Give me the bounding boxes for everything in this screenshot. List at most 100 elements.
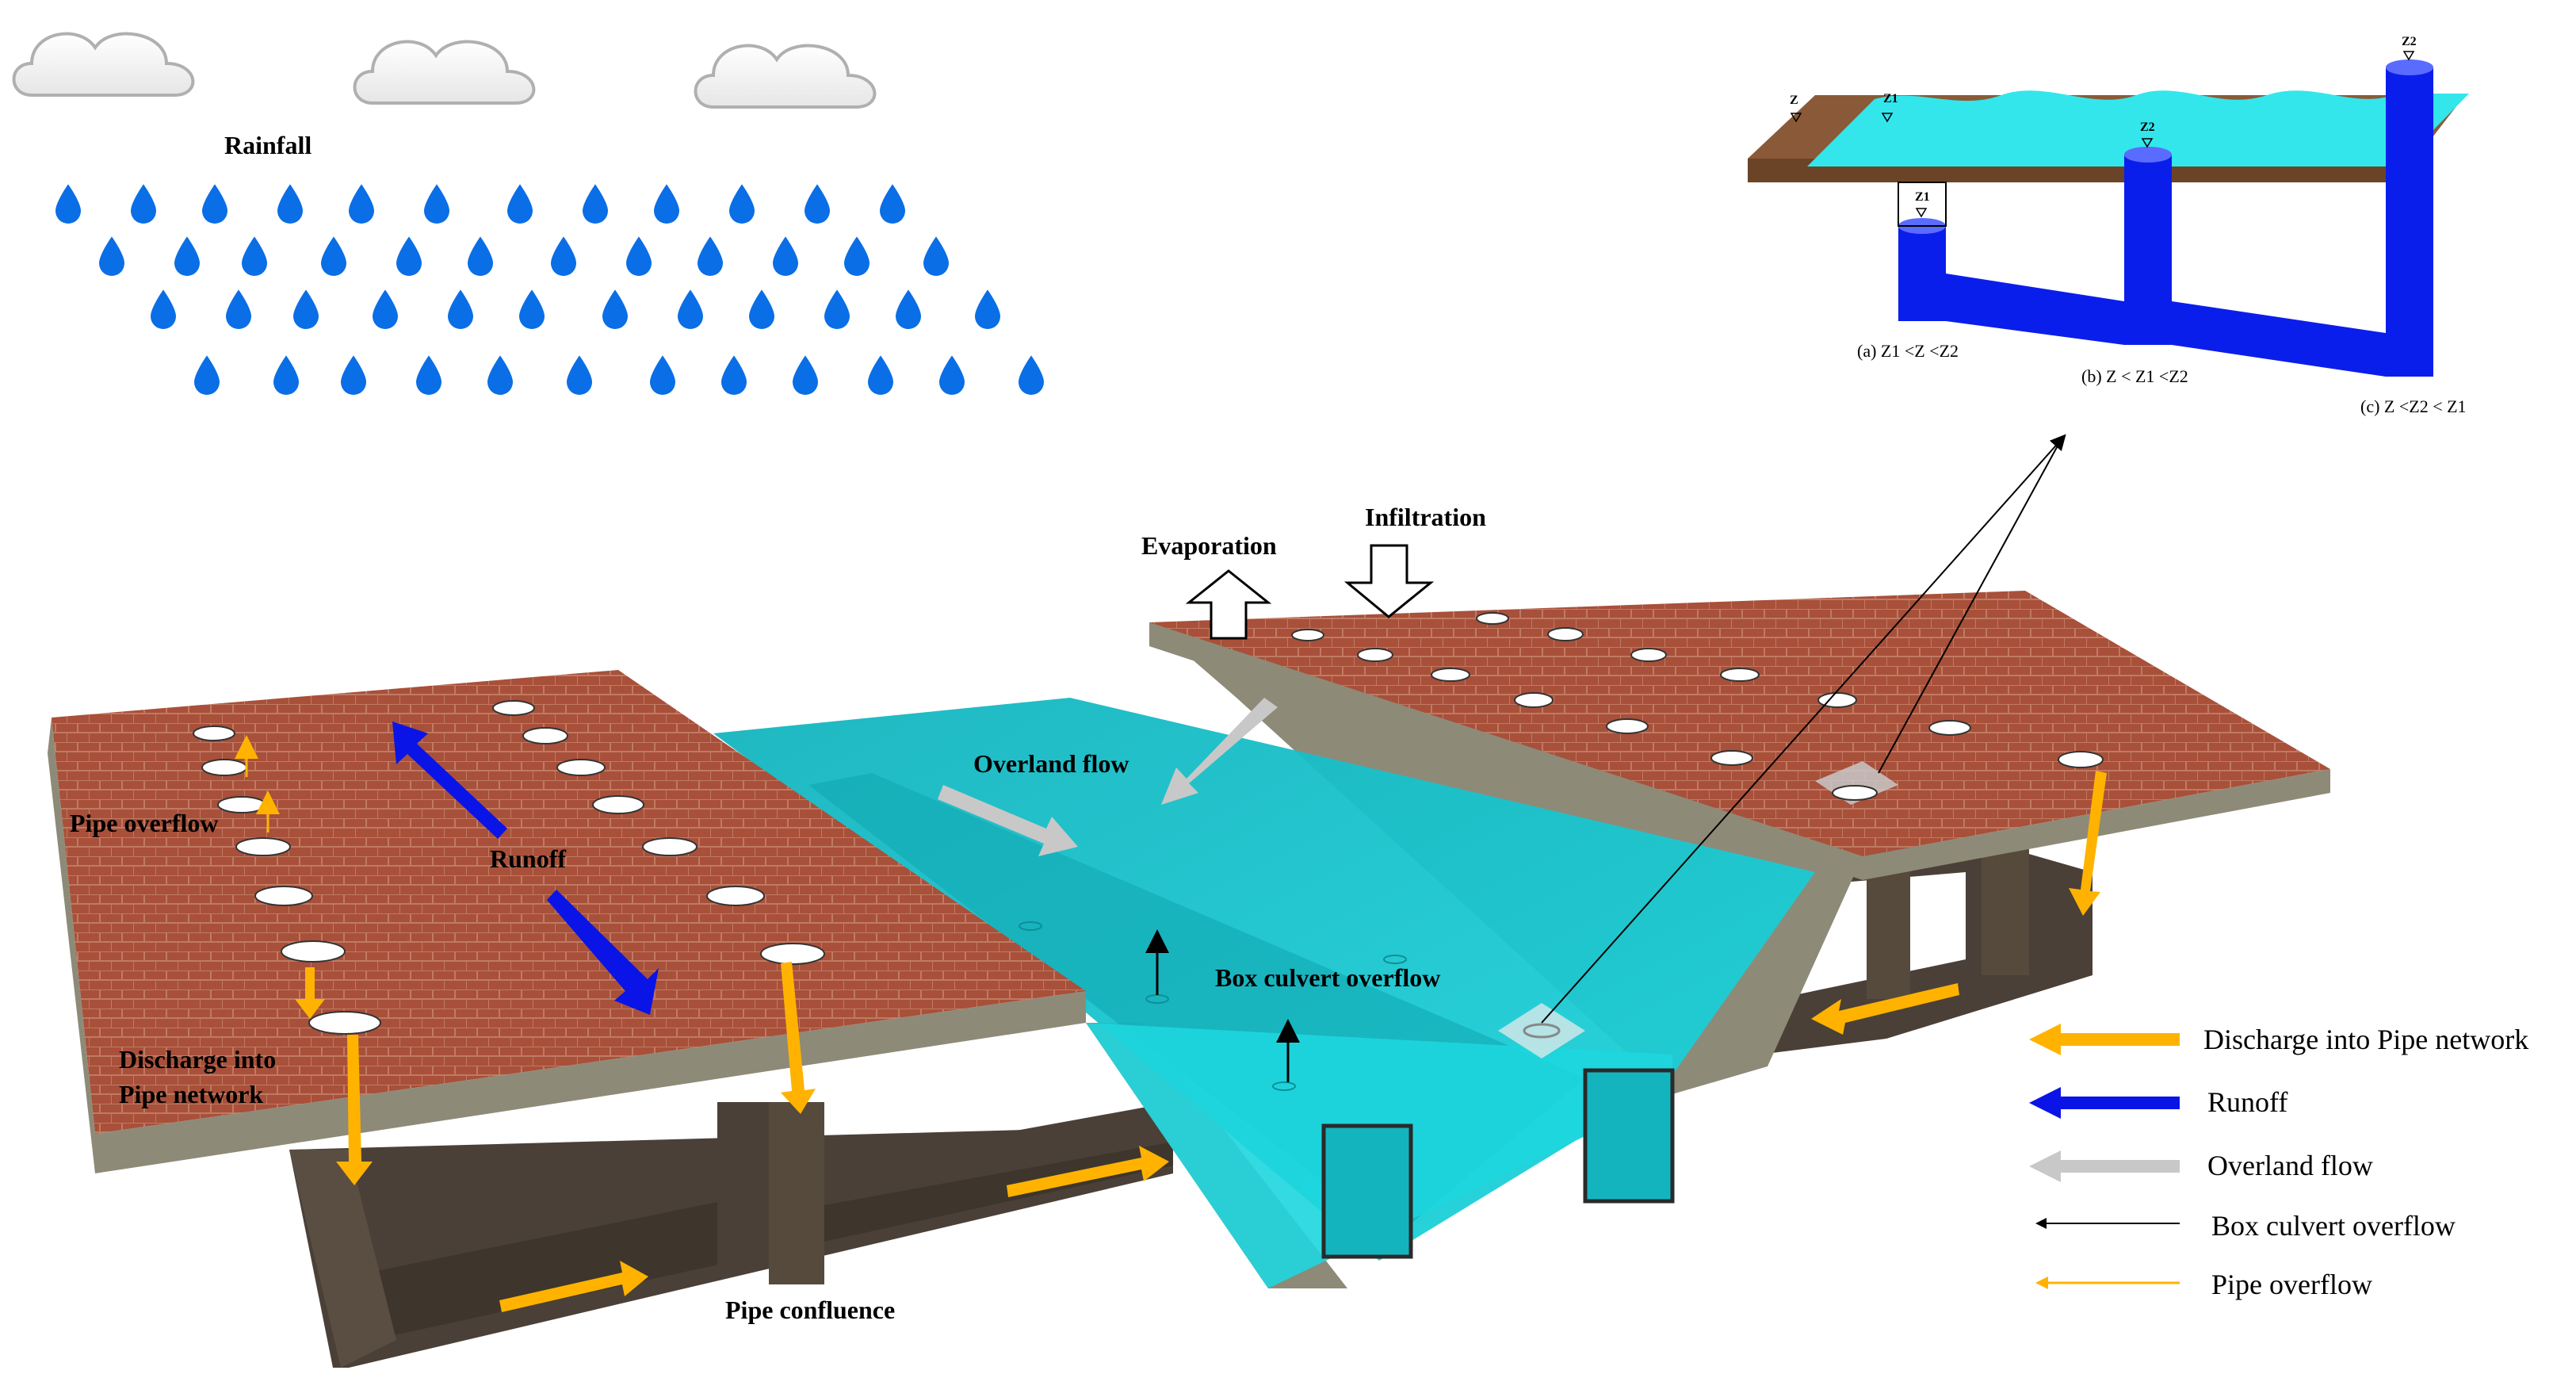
manhole-icon [193,725,235,741]
discharge-arrows [295,771,2107,1312]
inset-diagram [1748,51,2469,377]
manhole-icon [254,886,313,906]
raindrop-icon [923,236,949,276]
inset-z2-label-c: Z2 [2402,35,2417,48]
raindrop-icon [567,355,592,395]
raindrop-icon [880,184,905,224]
raindrop-icon [424,184,449,224]
manhole-icon [556,759,606,776]
inset-z1-label: Z1 [1883,92,1898,105]
raindrop-icon [678,289,703,329]
manhole-icon [522,727,568,745]
raindrop-icon [273,355,299,395]
legend-label-pipe-overflow: Pipe overflow [2211,1269,2372,1300]
raindrop-icon [507,184,533,224]
raindrop-icon [151,289,176,329]
rainfall-drops [55,184,1044,395]
manhole-icon [1606,718,1649,734]
discharge-label-line1: Discharge into [119,1045,277,1074]
raindrop-icon [487,355,513,395]
raindrop-icon [793,355,818,395]
evaporation-label: Evaporation [1141,531,1277,560]
inset-case-c: (c) Z <Z2 < Z1 [2360,396,2467,416]
raindrop-icon [416,355,441,395]
inset-z2-label-b: Z2 [2140,121,2155,134]
rainfall-label: Rainfall [224,131,312,159]
legend-swatch-discharge [2029,1024,2180,1055]
manhole-icon [217,796,266,813]
manhole-icon [1630,648,1667,662]
manhole-icon [706,886,765,906]
raindrop-icon [602,289,628,329]
left-pipe-network [289,1102,1173,1368]
legend-label-discharge: Discharge into Pipe network [2203,1024,2529,1055]
manhole-icon [1928,720,1971,736]
manhole-icon [642,837,698,856]
cloud-icon [694,44,877,109]
inset-case-b: (b) Z < Z1 <Z2 [2081,366,2188,386]
manhole-icon [235,837,291,856]
manhole-icon [1817,692,1857,708]
raindrop-icon [396,236,422,276]
cloud-icon [353,40,536,105]
runoff-arrows [392,722,659,1015]
manhole-icon [308,1011,381,1035]
channel [713,622,1863,1288]
inset-z-label: Z [1790,94,1798,107]
manhole-icon [1431,668,1470,682]
infiltration-arrow [1343,544,1435,618]
pipe-confluence-label: Pipe confluence [725,1296,896,1324]
pipe-overflow-arrows [235,735,280,833]
manhole-icon [1832,785,1878,801]
raindrop-icon [844,236,869,276]
raindrop-icon [468,236,493,276]
legend-swatch-overland-flow [2029,1150,2180,1182]
raindrop-icon [939,355,965,395]
raindrop-icon [202,184,227,224]
manhole-icon [1547,627,1584,641]
raindrop-icon [293,289,319,329]
overland-flow-label: Overland flow [973,749,1129,778]
manhole-icon [201,759,247,776]
manhole-icon [592,795,644,814]
raindrop-icon [729,184,755,224]
inset-leader-lines [1541,434,2066,1024]
box-culvert [1321,1068,1675,1259]
manhole-icon [492,700,535,716]
legend-label-box-culvert-overflow: Box culvert overflow [2211,1210,2456,1242]
raindrop-icon [896,289,921,329]
raindrop-icon [805,184,830,224]
box-culvert-overflow-label: Box culvert overflow [1215,963,1441,992]
raindrop-icon [654,184,679,224]
manhole-icon [281,940,346,963]
manhole-icon [1514,692,1554,708]
legend-swatch-runoff [2029,1087,2180,1119]
legend-swatch-box-culvert-overflow [2035,1218,2180,1229]
raindrop-icon [277,184,303,224]
raindrop-icon [349,184,374,224]
raindrop-icon [626,236,652,276]
raindrop-icon [321,236,346,276]
raindrop-icon [824,289,850,329]
raindrop-icon [174,236,200,276]
raindrop-icon [650,355,675,395]
runoff-label: Runoff [490,844,567,873]
cloud-icon [12,32,195,97]
manhole-icon [1720,668,1760,682]
raindrop-icon [773,236,798,276]
manhole-icon [1291,629,1324,641]
raindrop-icon [1019,355,1044,395]
raindrop-icon [519,289,545,329]
legend-label-runoff: Runoff [2207,1086,2288,1118]
raindrop-icon [226,289,251,329]
legend-swatches [2029,1024,2180,1289]
box-culvert-overflow-arrows [1145,929,1300,1082]
raindrop-icon [975,289,1000,329]
evaporation-arrow [1185,569,1272,640]
inset-z1-label-a: Z1 [1915,190,1930,204]
raindrop-icon [551,236,576,276]
manholes [193,612,2104,1035]
raindrop-icon [749,289,774,329]
raindrop-icon [698,236,723,276]
